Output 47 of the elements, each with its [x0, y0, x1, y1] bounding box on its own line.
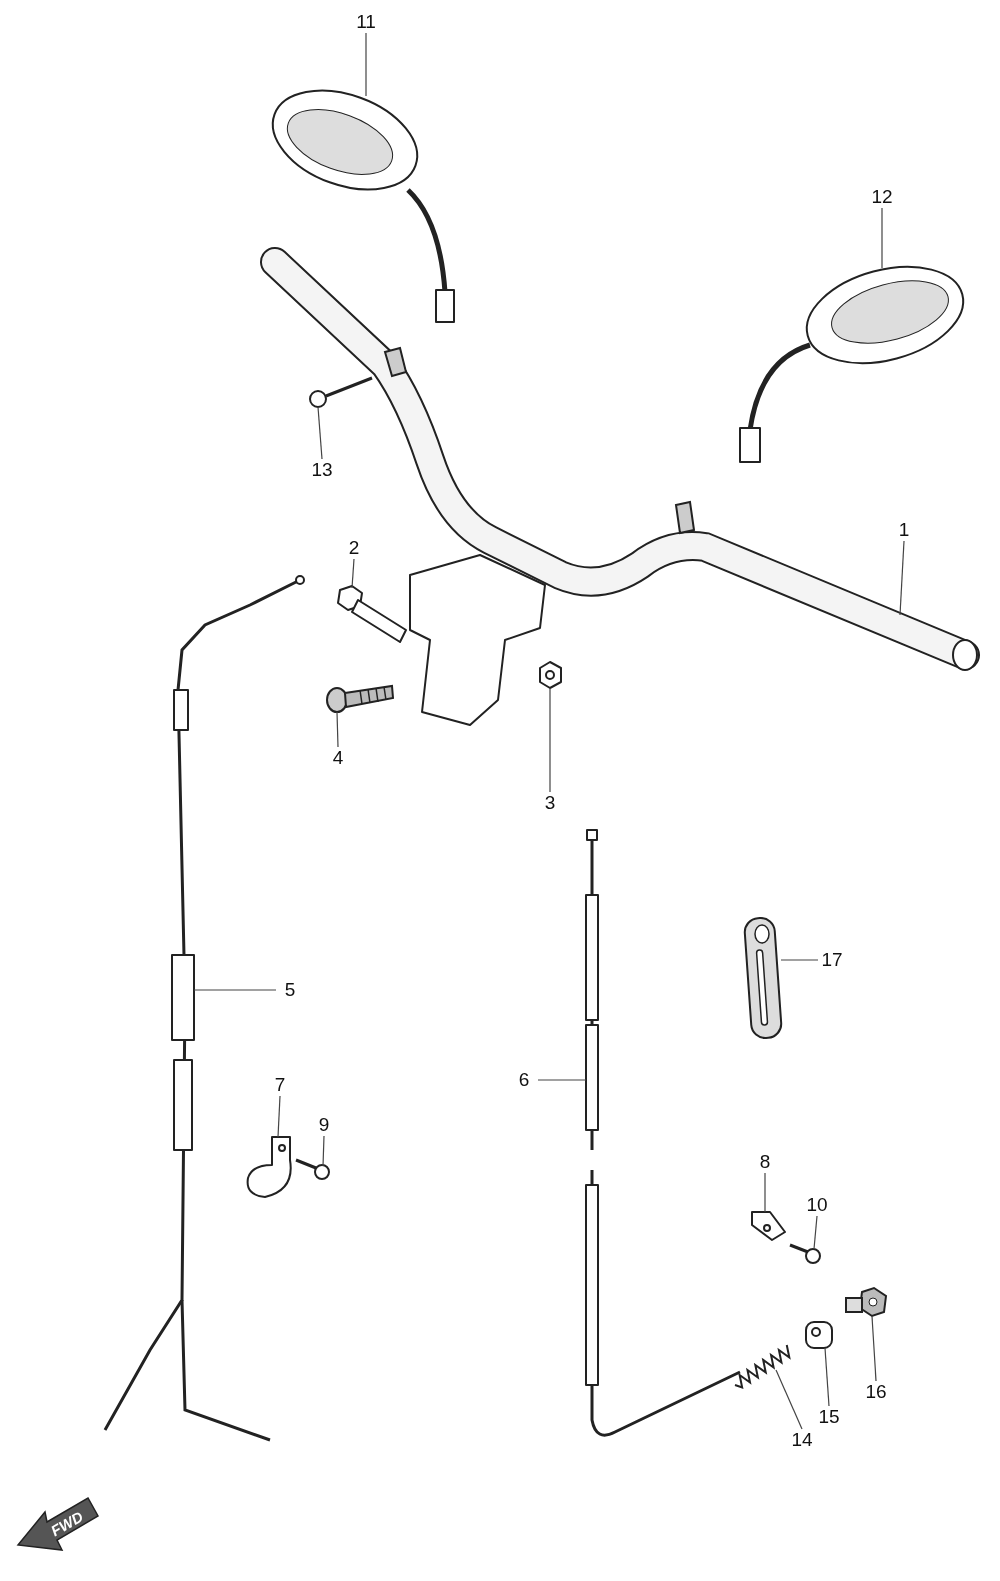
screw-drawing — [295, 1158, 330, 1180]
bracket-plate-drawing — [751, 1211, 786, 1241]
leader-line — [549, 687, 551, 793]
callout-number: 14 — [788, 1430, 816, 1450]
callout-number: 13 — [308, 460, 336, 480]
leader-line — [824, 1347, 830, 1407]
leader-line — [365, 32, 367, 97]
callout-number: 16 — [862, 1382, 890, 1402]
mirror-drawing — [271, 89, 455, 323]
bolt-drawing — [337, 585, 407, 643]
callout-number: 10 — [803, 1195, 831, 1215]
callout-number: 12 — [868, 187, 896, 207]
callout-number: 15 — [815, 1407, 843, 1427]
leader-line — [351, 558, 355, 589]
leader-line — [899, 540, 905, 616]
callout-number: 4 — [324, 748, 352, 768]
callout-number: 5 — [276, 980, 304, 1000]
cable-drawing — [103, 575, 305, 1442]
callout-number: 8 — [751, 1152, 779, 1172]
leader-line — [813, 1215, 818, 1250]
leader-line — [775, 1369, 803, 1430]
leader-line — [322, 1135, 325, 1167]
callout-number: 7 — [266, 1075, 294, 1095]
screw-drawing — [789, 1243, 821, 1264]
callout-number: 6 — [510, 1070, 538, 1090]
spring-drawing — [734, 1343, 791, 1390]
bolt-drawing — [326, 684, 395, 713]
collar-drawing — [805, 1321, 833, 1349]
leader-line — [764, 1172, 766, 1213]
leader-line — [317, 406, 323, 460]
leader-line — [780, 959, 819, 961]
leader-line — [871, 1315, 877, 1382]
leader-line — [336, 711, 339, 748]
adjuster-drawing — [845, 1286, 888, 1318]
cable-drawing — [585, 829, 741, 1437]
leader-line — [277, 1095, 281, 1138]
handlebar-drawing — [260, 247, 980, 726]
direction-label: FWD — [48, 1508, 86, 1540]
leader-line — [881, 207, 883, 269]
callout-number: 11 — [352, 12, 380, 32]
leader-line — [193, 989, 277, 991]
leader-line — [537, 1079, 587, 1081]
callout-number: 2 — [340, 538, 368, 558]
callout-number: 3 — [536, 793, 564, 813]
callout-number: 9 — [310, 1115, 338, 1135]
callout-number: 17 — [818, 950, 846, 970]
callout-number: 1 — [890, 520, 918, 540]
